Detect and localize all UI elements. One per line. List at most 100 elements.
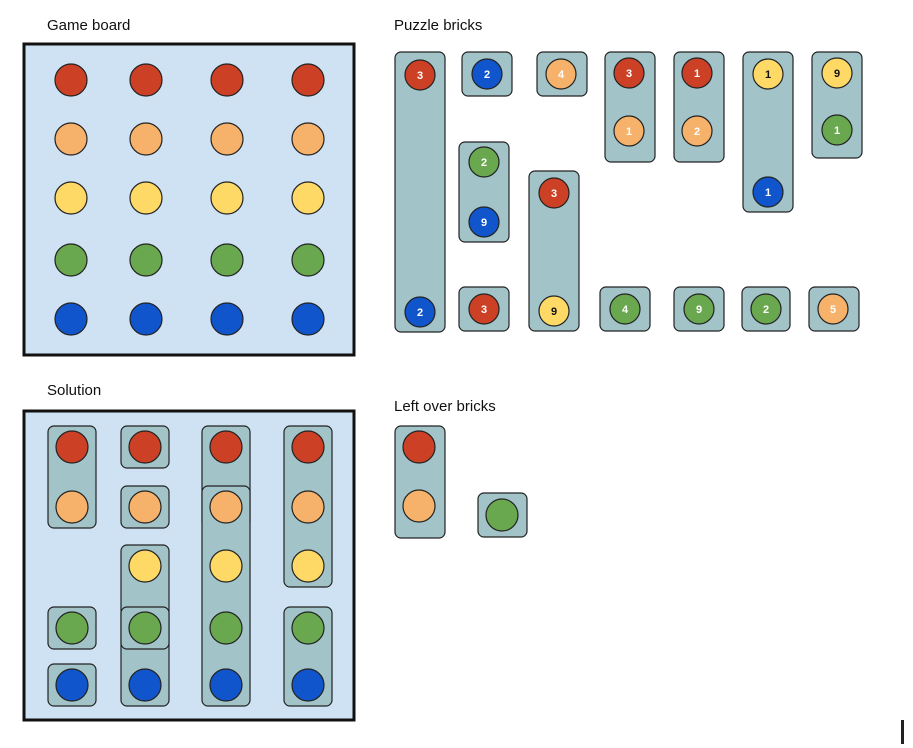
brick-dot-label: 4 <box>622 304 629 316</box>
puzzle-brick: 4 <box>536 51 588 97</box>
solution-dot-blue <box>291 668 325 702</box>
solution-dot-orange <box>55 490 89 524</box>
left-over-brick <box>477 492 528 538</box>
board-dot-orange <box>54 122 88 156</box>
brick-dot-label: 2 <box>484 69 490 81</box>
board-dot-orange <box>129 122 163 156</box>
puzzle-brick: 3 <box>458 286 510 332</box>
puzzle-brick: 5 <box>808 286 860 332</box>
board-dot-blue <box>291 302 325 336</box>
puzzle-brick: 12 <box>673 51 725 163</box>
brick-dot-label: 2 <box>763 304 769 316</box>
puzzle-brick: 39 <box>528 170 580 332</box>
board-dot-orange <box>210 122 244 156</box>
left-over-bricks-heading: Left over bricks <box>394 398 496 415</box>
brick-dot-orange <box>681 115 713 147</box>
board-dot-yellow <box>210 181 244 215</box>
brick-dot-red <box>681 57 713 89</box>
brick-dot-green <box>468 146 500 178</box>
board-dot-yellow <box>129 181 163 215</box>
brick-dot-label: 5 <box>830 304 836 316</box>
brick-dot-label: 9 <box>834 68 840 80</box>
brick-dot-label: 1 <box>765 69 771 81</box>
puzzle-bricks-heading: Puzzle bricks <box>394 17 482 34</box>
solution-dot-red <box>55 430 89 464</box>
brick-dot-label: 3 <box>481 304 487 316</box>
brick-dot-yellow <box>821 57 853 89</box>
brick-dot-yellow <box>752 58 784 90</box>
text-cursor <box>901 720 904 744</box>
brick-dot-blue <box>468 206 500 238</box>
solution-dot-red <box>209 430 243 464</box>
board-dot-orange <box>291 122 325 156</box>
brick-dot-red <box>613 57 645 89</box>
solution-pieces <box>47 425 333 707</box>
puzzle-brick: 32 <box>394 51 446 333</box>
solution-dot-orange <box>128 490 162 524</box>
brick-dot-label: 3 <box>417 70 423 82</box>
solution-dot-green <box>291 611 325 645</box>
left-over-brick <box>394 425 446 539</box>
puzzle-brick: 11 <box>742 51 794 213</box>
puzzle-brick: 91 <box>811 51 863 159</box>
brick-dot-label: 2 <box>694 126 700 138</box>
brick-dot-green <box>750 293 782 325</box>
brick-dot-orange <box>817 293 849 325</box>
solution-dot-orange <box>209 490 243 524</box>
board-dot-red <box>210 63 244 97</box>
solution-dot-blue <box>55 668 89 702</box>
left-over-dot-red <box>402 430 436 464</box>
board-dot-red <box>129 63 163 97</box>
brick-dot-green <box>683 293 715 325</box>
solution-dot-green <box>128 611 162 645</box>
brick-dot-blue <box>471 58 503 90</box>
brick-dot-label: 2 <box>417 307 423 319</box>
left-over-dot-green <box>485 498 519 532</box>
brick-dot-red <box>538 177 570 209</box>
brick-dot-label: 9 <box>481 217 487 229</box>
brick-dot-red <box>404 59 436 91</box>
solution-heading: Solution <box>47 382 101 399</box>
game-board-heading: Game board <box>47 17 130 34</box>
brick-dot-label: 9 <box>551 306 557 318</box>
puzzle-brick: 29 <box>458 141 510 243</box>
brick-dot-label: 1 <box>834 125 840 137</box>
board-dot-yellow <box>291 181 325 215</box>
brick-dot-green <box>609 293 641 325</box>
brick-dot-label: 3 <box>551 188 557 200</box>
solution-dot-yellow <box>291 549 325 583</box>
brick-dot-blue <box>404 296 436 328</box>
puzzle-brick: 2 <box>461 51 513 97</box>
brick-dot-orange <box>613 115 645 147</box>
board-dot-green <box>291 243 325 277</box>
brick-dot-red <box>468 293 500 325</box>
brick-dot-label: 2 <box>481 157 487 169</box>
brick-dot-orange <box>545 58 577 90</box>
solution-dot-yellow <box>128 549 162 583</box>
puzzle-brick-body <box>528 170 580 332</box>
puzzle-brick: 9 <box>673 286 725 332</box>
solution-dot-red <box>128 430 162 464</box>
brick-dot-label: 1 <box>626 126 632 138</box>
puzzle-brick: 31 <box>604 51 656 163</box>
brick-dot-label: 9 <box>696 304 702 316</box>
board-dot-green <box>129 243 163 277</box>
solution-dot-green <box>55 611 89 645</box>
board-dot-red <box>54 63 88 97</box>
board-dot-blue <box>210 302 244 336</box>
solution-dot-red <box>291 430 325 464</box>
board-dot-red <box>291 63 325 97</box>
left-over-bricks-area <box>394 425 528 539</box>
puzzle-brick-body <box>394 51 446 333</box>
puzzle-brick: 2 <box>741 286 791 332</box>
game-board-dots <box>54 63 325 336</box>
brick-dot-yellow <box>538 295 570 327</box>
puzzle-brick: 4 <box>599 286 651 332</box>
brick-dot-label: 1 <box>765 187 771 199</box>
left-over-dot-orange <box>402 489 436 523</box>
puzzle-brick-body <box>742 51 794 213</box>
board-dot-blue <box>129 302 163 336</box>
solution-dot-blue <box>128 668 162 702</box>
